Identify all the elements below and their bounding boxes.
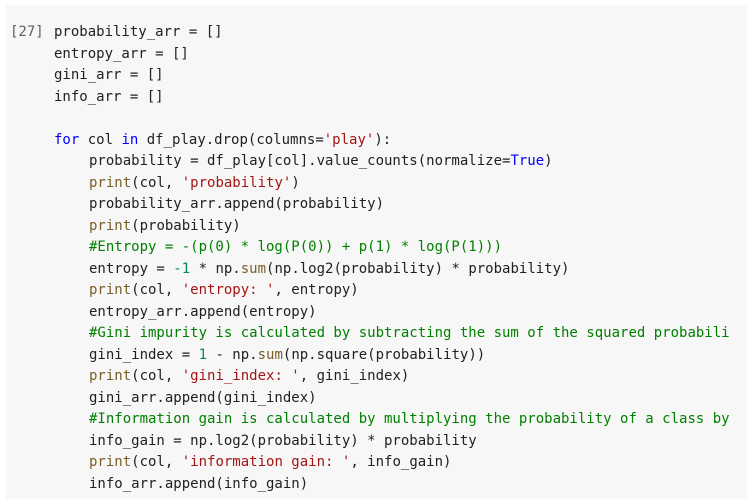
code-line: entropy_arr = [] (54, 44, 730, 66)
code-token: #Gini impurity is calculated by subtract… (89, 325, 730, 341)
code-token: - np. (207, 346, 258, 363)
code-token: df_play.drop(columns= (138, 131, 324, 148)
code-line: probability_arr.append(probability) (54, 194, 730, 216)
code-token: , info_gain) (350, 454, 452, 470)
code-token: ) (291, 174, 300, 191)
code-token: (col, (131, 454, 182, 470)
code-token: (np.square(probability)) (282, 346, 486, 363)
code-token: #Entropy = -(p(0) * log(P(0)) + p(1) * l… (89, 239, 503, 255)
code-token: gini_index = (89, 346, 199, 363)
code-token: 'probability' (181, 174, 292, 191)
code-token: entropy_arr = [] (54, 45, 189, 62)
code-token: gini_arr = [] (54, 67, 164, 83)
code-token: -1 (173, 260, 191, 277)
code-token: print (89, 454, 132, 470)
code-token: (col, (131, 282, 182, 298)
code-line: #Entropy = -(p(0) * log(P(0)) + p(1) * l… (54, 237, 730, 259)
code-token: (col, (131, 174, 182, 191)
code-line: info_arr = [] (54, 87, 730, 109)
code-token: 1 (198, 346, 208, 363)
code-line: gini_arr = [] (54, 65, 730, 87)
code-token: probability_arr = [] (54, 24, 223, 40)
code-line: probability = df_play[col].value_counts(… (54, 151, 730, 173)
code-token: True (510, 153, 545, 169)
code-token: , entropy) (274, 282, 359, 298)
code-token: ) (544, 153, 553, 169)
code-line: info_gain = np.log2(probability) * proba… (54, 431, 730, 453)
code-line: print(col, 'entropy: ', entropy) (54, 280, 730, 302)
code-token: #Information gain is calculated by multi… (89, 411, 730, 427)
code-token: col (79, 131, 122, 148)
code-editor[interactable]: probability_arr = [] entropy_arr = [] gini… (54, 22, 730, 495)
code-token: info_arr = [] (54, 88, 164, 105)
code-token: in (121, 131, 139, 148)
code-line: print(col, 'gini_index: ', gini_index) (54, 366, 730, 388)
code-token: 'information gain: ' (181, 454, 351, 470)
code-line: entropy_arr.append(entropy) (54, 302, 730, 324)
code-token: info_arr.append(info_gain) (89, 475, 309, 492)
code-token: 'entropy: ' (181, 282, 275, 298)
code-token: sum (240, 260, 267, 277)
code-token: (col, (131, 368, 182, 384)
code-line: entropy = -1 * np.sum(np.log2(probabilit… (54, 259, 730, 281)
code-token: gini_arr.append(gini_index) (89, 389, 317, 406)
code-line: for col in df_play.drop(columns='play'): (54, 130, 730, 152)
code-token: print (89, 217, 132, 234)
code-line: print(probability) (54, 216, 730, 238)
code-line: gini_arr.append(gini_index) (54, 388, 730, 410)
code-token: ): (374, 131, 392, 148)
code-line: print(col, 'information gain: ', info_ga… (54, 452, 730, 474)
code-line: #Gini impurity is calculated by subtract… (54, 323, 730, 345)
code-token: info_gain = np.log2(probability) * proba… (89, 432, 477, 449)
code-token: 'play' (323, 131, 375, 148)
code-line: info_arr.append(info_gain) (54, 474, 730, 496)
code-cell[interactable]: [27] probability_arr = [] entropy_arr = [… (6, 5, 747, 499)
code-token: probability_arr.append(probability) (89, 196, 385, 212)
code-line: gini_index = 1 - np.sum(np.square(probab… (54, 345, 730, 367)
code-token: , gini_index) (299, 368, 410, 384)
code-token: (np.log2(probability) * probability) (266, 260, 570, 277)
code-token: print (89, 368, 132, 384)
code-token: for (54, 131, 80, 148)
code-token: * np. (190, 260, 241, 277)
code-line: #Information gain is calculated by multi… (54, 409, 730, 431)
code-line (54, 108, 730, 130)
code-token: probability = df_play[col].value_counts(… (89, 153, 511, 169)
code-token: entropy_arr.append(entropy) (89, 303, 317, 320)
code-token: print (89, 282, 132, 298)
code-token: sum (257, 346, 283, 363)
code-token: entropy = (89, 260, 174, 277)
execution-count: [27] (10, 24, 44, 40)
code-token: print (89, 174, 132, 191)
code-token: (probability) (131, 217, 241, 234)
code-token: 'gini_index: ' (181, 368, 300, 384)
code-line: print(col, 'probability') (54, 173, 730, 195)
code-line: probability_arr = [] (54, 22, 730, 44)
